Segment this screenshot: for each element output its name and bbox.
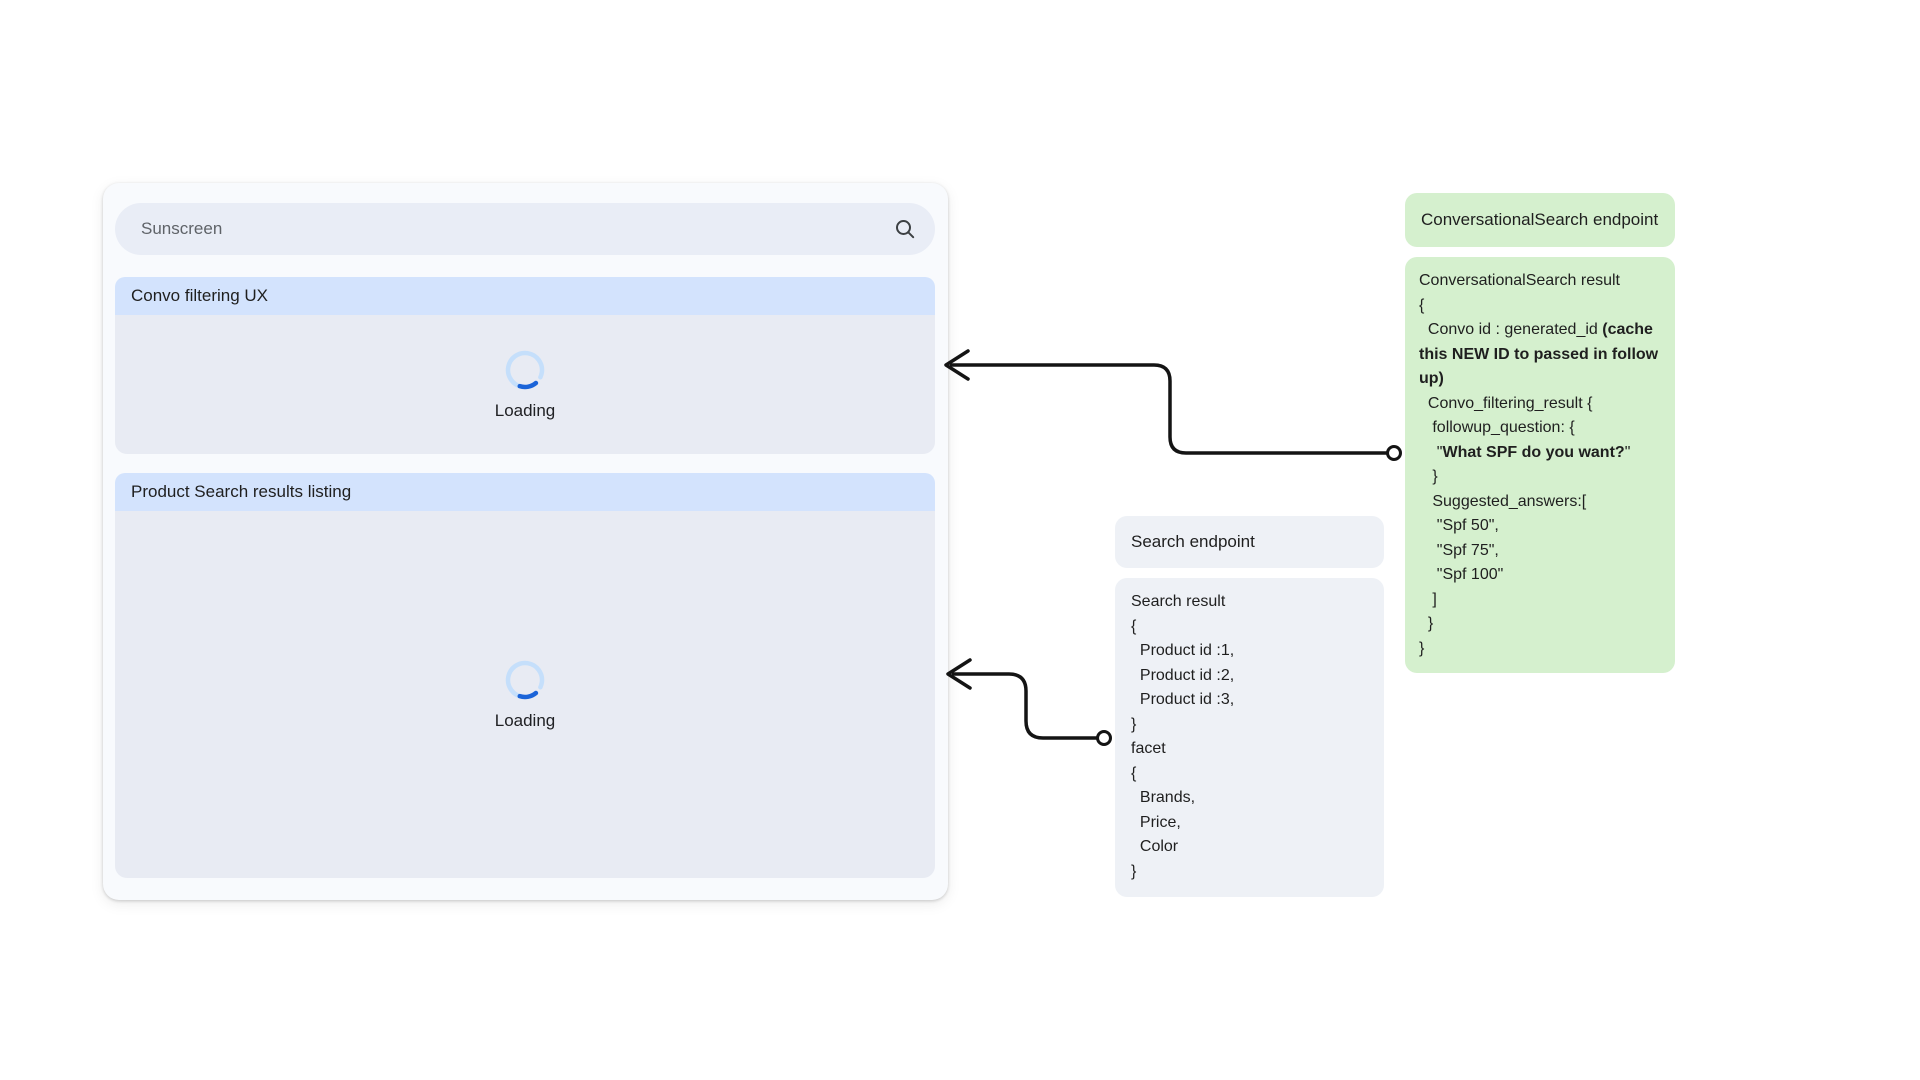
- code-line: Convo_filtering_result {: [1419, 394, 1593, 412]
- conversational-search-endpoint-label: ConversationalSearch endpoint: [1421, 210, 1659, 229]
- code-line: Product id :3,: [1131, 691, 1235, 708]
- code-line: "Spf 100": [1419, 566, 1504, 583]
- search-result-code: { Product id :1, Product id :2, Product …: [1131, 615, 1368, 885]
- code-line: Convo id : generated_id (cache this NEW …: [1419, 321, 1663, 387]
- product-search-results-section-body: Loading: [115, 511, 935, 878]
- search-result-box: Search result { Product id :1, Product i…: [1115, 578, 1384, 897]
- search-endpoint-label: Search endpoint: [1131, 532, 1255, 551]
- code-line: {: [1131, 764, 1137, 782]
- code-line: followup_question: {: [1419, 419, 1575, 436]
- search-input-value: Sunscreen: [141, 219, 223, 238]
- product-search-results-section-header: Product Search results listing: [115, 473, 935, 511]
- loading-spinner-icon: [505, 660, 545, 700]
- conversational-search-result-box: ConversationalSearch result { Convo id :…: [1405, 257, 1675, 673]
- code-line: "What SPF do you want?": [1419, 443, 1631, 461]
- code-line: facet: [1131, 740, 1166, 757]
- convo-filtering-section-title: Convo filtering UX: [131, 286, 269, 305]
- convo-filtering-section-body: Loading: [115, 315, 935, 454]
- conversational-search-result-title: ConversationalSearch result: [1419, 272, 1620, 289]
- loading-label: Loading: [494, 401, 556, 420]
- code-line: Brands,: [1131, 789, 1196, 806]
- code-line: }: [1131, 715, 1137, 733]
- code-line: }: [1131, 862, 1137, 880]
- convo-filtering-section: Convo filtering UX Loading: [115, 277, 935, 454]
- search-icon[interactable]: [893, 217, 917, 241]
- code-line: "Spf 75",: [1419, 541, 1499, 559]
- conversational-search-endpoint-box: ConversationalSearch endpoint: [1405, 193, 1675, 247]
- code-line: Product id :1,: [1131, 642, 1235, 659]
- loading-indicator: Loading: [494, 348, 556, 421]
- code-line: Color: [1131, 838, 1179, 855]
- search-app-mockup-card: Sunscreen Convo filtering UX Loading: [103, 183, 948, 900]
- code-line: }: [1419, 639, 1425, 657]
- code-line: Suggested_answers:[: [1419, 492, 1587, 510]
- search-input[interactable]: Sunscreen: [115, 203, 935, 255]
- product-search-results-section-title: Product Search results listing: [131, 482, 352, 501]
- code-line: }: [1419, 615, 1434, 632]
- arrow-search-result-to-results-listing: [946, 658, 1112, 746]
- search-result-title: Search result: [1131, 593, 1226, 610]
- product-search-results-section: Product Search results listing Loading: [115, 473, 935, 878]
- loading-indicator: Loading: [494, 658, 556, 731]
- code-line: {: [1131, 617, 1137, 635]
- conversational-search-result-code: { Convo id : generated_id (cache this NE…: [1419, 294, 1661, 662]
- code-line: {: [1419, 296, 1425, 314]
- convo-filtering-section-header: Convo filtering UX: [115, 277, 935, 315]
- code-line: Product id :2,: [1131, 666, 1235, 684]
- loading-spinner-icon: [505, 350, 545, 390]
- loading-label: Loading: [494, 711, 556, 730]
- search-endpoint-box: Search endpoint: [1115, 516, 1384, 568]
- code-line: ]: [1419, 590, 1437, 608]
- code-line: }: [1419, 468, 1438, 485]
- code-line: Price,: [1131, 813, 1181, 831]
- code-line: "Spf 50",: [1419, 517, 1499, 534]
- arrow-conversational-result-to-convo-ux: [944, 349, 1402, 461]
